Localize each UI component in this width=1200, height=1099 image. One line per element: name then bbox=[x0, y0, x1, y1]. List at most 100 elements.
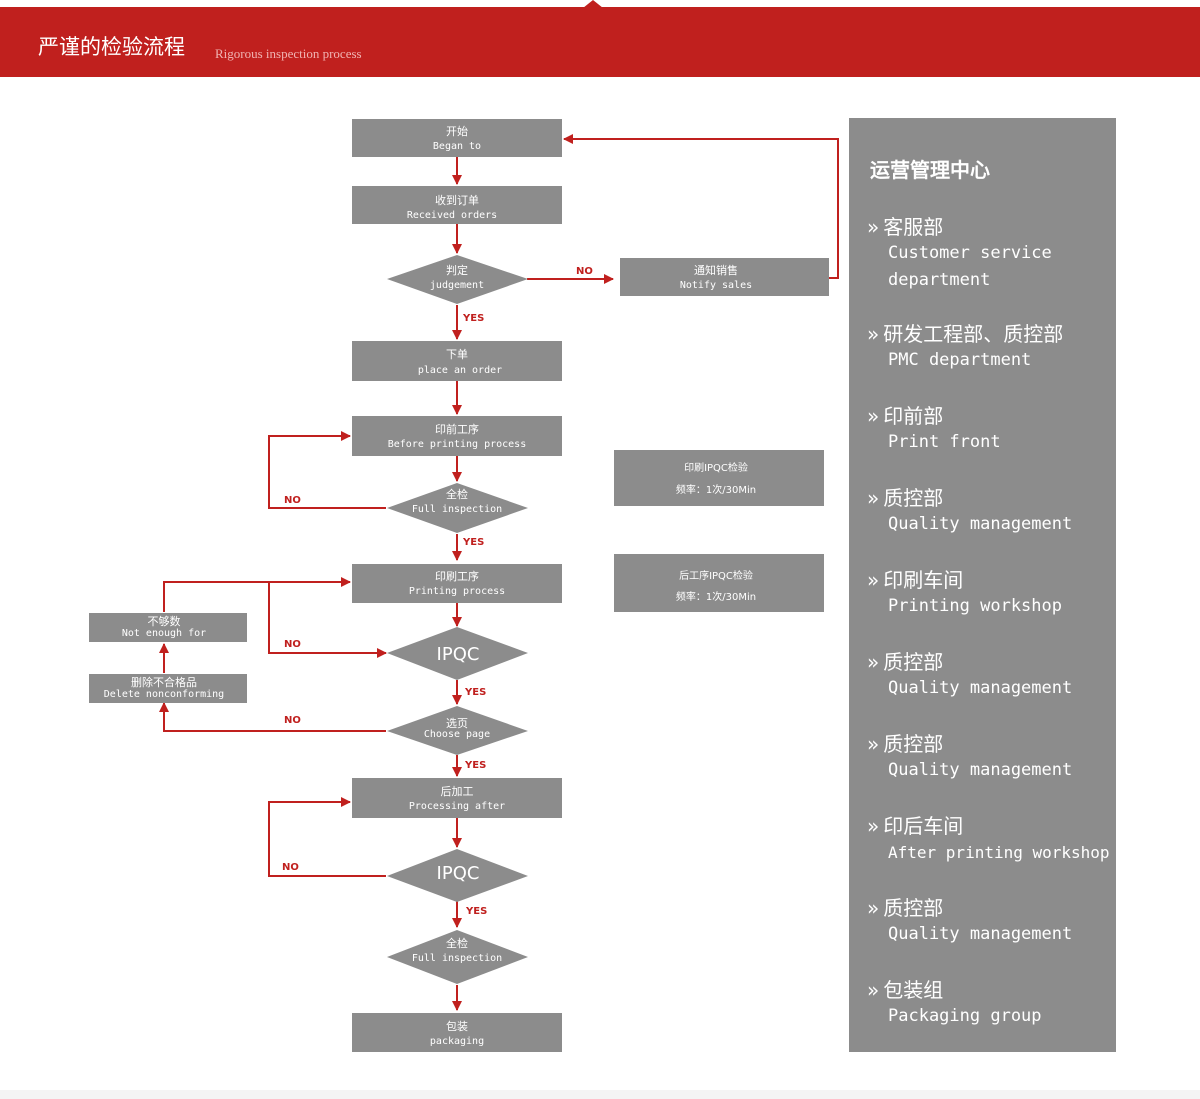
printing-process-box: 印刷工序 Printing process bbox=[352, 564, 562, 603]
panel-item-zh: 质控部 bbox=[883, 732, 944, 756]
judgement-label-en: judgement bbox=[430, 280, 484, 291]
label-yes: YES bbox=[462, 313, 484, 324]
not-enough-box: 不够数 Not enough for bbox=[89, 613, 247, 642]
notenough-label-en: Not enough for bbox=[122, 628, 206, 639]
label-no: NO bbox=[284, 639, 301, 650]
panel-item: »印后车间 After printing workshop bbox=[867, 813, 1110, 866]
after-label-zh: 后加工 bbox=[441, 785, 474, 798]
arrow-no-ipqc1 bbox=[268, 582, 387, 658]
panel-item-en: After printing workshop bbox=[888, 843, 1110, 862]
choose-label-zh: 选页 bbox=[446, 717, 468, 730]
arrow-notify-start bbox=[563, 134, 839, 279]
arrow-choose-delete bbox=[159, 702, 386, 732]
full2-label-zh: 全检 bbox=[446, 936, 468, 950]
double-chevron-icon: » bbox=[867, 215, 880, 239]
page-title: 严谨的检验流程 bbox=[38, 35, 185, 59]
note2-title: 后工序IPQC检验 bbox=[679, 569, 753, 582]
page-subtitle: Rigorous inspection process bbox=[215, 46, 362, 61]
double-chevron-icon: » bbox=[867, 486, 880, 510]
note1-title: 印刷IPQC检验 bbox=[684, 461, 748, 474]
notify-sales-box: 通知销售 Notify sales bbox=[620, 258, 829, 296]
panel-item: »质控部 Quality management bbox=[867, 649, 1072, 702]
after-label-en: Processing after bbox=[409, 801, 505, 812]
banner-notch bbox=[583, 0, 603, 8]
label-no: NO bbox=[284, 495, 301, 506]
place-order-box: 下单 place an order bbox=[352, 341, 562, 381]
ipqc2-label: IPQC bbox=[437, 863, 480, 884]
panel-item-en: Quality management bbox=[888, 760, 1073, 780]
packaging-label-en: packaging bbox=[430, 1036, 484, 1047]
place-label-zh: 下单 bbox=[446, 348, 468, 361]
label-yes: YES bbox=[465, 906, 487, 917]
panel-item-en: Quality management bbox=[888, 678, 1073, 698]
double-chevron-icon: » bbox=[867, 896, 880, 920]
notify-label-zh: 通知销售 bbox=[694, 263, 738, 277]
full-inspection-diamond: 全检 Full inspection bbox=[387, 483, 528, 533]
panel-item-zh: 印刷车间 bbox=[883, 568, 964, 592]
judgement-label-zh: 判定 bbox=[446, 263, 468, 277]
printing-label-en: Printing process bbox=[409, 586, 505, 597]
full2-label-en: Full inspection bbox=[412, 953, 502, 964]
choose-page-diamond: 选页 Choose page bbox=[387, 706, 528, 755]
panel-title: 运营管理中心 bbox=[870, 158, 990, 182]
received-label-en: Received orders bbox=[407, 210, 497, 221]
panel-item-zh: 客服部 bbox=[883, 215, 944, 239]
arrow-full1-prepress-no bbox=[268, 431, 386, 509]
panel-item-zh: 研发工程部、质控部 bbox=[883, 322, 1064, 346]
label-yes: YES bbox=[464, 687, 486, 698]
footer-strip bbox=[0, 1090, 1200, 1099]
delete-label-zh: 删除不合格品 bbox=[131, 675, 197, 689]
double-chevron-icon: » bbox=[867, 732, 880, 756]
label-yes: YES bbox=[464, 760, 486, 771]
label-no: NO bbox=[282, 862, 299, 873]
delete-label-en: Delete nonconforming bbox=[104, 689, 224, 700]
panel-item-zh: 印前部 bbox=[883, 404, 944, 428]
notify-label-en: Notify sales bbox=[680, 280, 752, 291]
header-banner: 严谨的检验流程 Rigorous inspection process bbox=[0, 7, 1200, 77]
full-inspection-diamond: 全检 Full inspection bbox=[387, 930, 528, 984]
ipqc-diamond: IPQC bbox=[387, 849, 528, 902]
operations-panel: 运营管理中心 »客服部 Customer service department … bbox=[849, 118, 1116, 1052]
panel-item: »客服部 Customer service department bbox=[867, 214, 1052, 294]
label-no: NO bbox=[576, 266, 593, 277]
panel-item-en: Printing workshop bbox=[888, 596, 1062, 616]
label-yes: YES bbox=[462, 537, 484, 548]
full1-label-en: Full inspection bbox=[412, 504, 502, 515]
prepress-label-zh: 印前工序 bbox=[435, 422, 479, 436]
double-chevron-icon: » bbox=[867, 404, 880, 428]
choose-label-en: Choose page bbox=[424, 729, 490, 740]
double-chevron-icon: » bbox=[867, 568, 880, 592]
panel-item-zh: 质控部 bbox=[883, 650, 944, 674]
double-chevron-icon: » bbox=[867, 322, 880, 346]
prepress-box: 印前工序 Before printing process bbox=[352, 416, 562, 456]
double-chevron-icon: » bbox=[867, 814, 880, 838]
packaging-box: 包装 packaging bbox=[352, 1013, 562, 1052]
panel-item: »质控部 Quality management bbox=[867, 731, 1072, 784]
prepress-label-en: Before printing process bbox=[388, 439, 526, 450]
panel-item-en: Customer service bbox=[888, 243, 1052, 263]
judgement-diamond: 判定 judgement bbox=[387, 255, 528, 304]
packaging-label-zh: 包装 bbox=[446, 1020, 468, 1033]
printing-label-zh: 印刷工序 bbox=[435, 569, 479, 583]
connectors bbox=[159, 134, 839, 1011]
arrow-notenough-printing bbox=[163, 577, 351, 612]
start-label-en: Began to bbox=[433, 141, 481, 152]
post-ipqc-note-box: 后工序IPQC检验 频率：1次/30Min bbox=[614, 554, 824, 612]
panel-item: »包装组 Packaging group bbox=[867, 977, 1042, 1030]
note1-frequency: 频率：1次/30Min bbox=[676, 483, 756, 496]
notenough-label-zh: 不够数 bbox=[148, 615, 181, 628]
panel-item: »研发工程部、质控部 PMC department bbox=[867, 321, 1063, 374]
panel-item-en: Quality management bbox=[888, 924, 1073, 944]
full1-label-zh: 全检 bbox=[446, 487, 468, 501]
branch-labels: NO YES NO YES NO YES NO YES NO YES bbox=[282, 266, 593, 917]
received-orders-box: 收到订单 Received orders bbox=[352, 186, 562, 224]
double-chevron-icon: » bbox=[867, 650, 880, 674]
panel-item: »质控部 Quality management bbox=[867, 895, 1072, 948]
start-box: 开始 Began to bbox=[352, 119, 562, 157]
place-label-en: place an order bbox=[418, 365, 502, 376]
processing-after-box: 后加工 Processing after bbox=[352, 778, 562, 818]
ipqc-note-box: 印刷IPQC检验 频率：1次/30Min bbox=[614, 450, 824, 506]
arrow-ipqc2-after-no bbox=[268, 797, 386, 877]
panel-item: »印前部 Print front bbox=[867, 403, 1001, 456]
